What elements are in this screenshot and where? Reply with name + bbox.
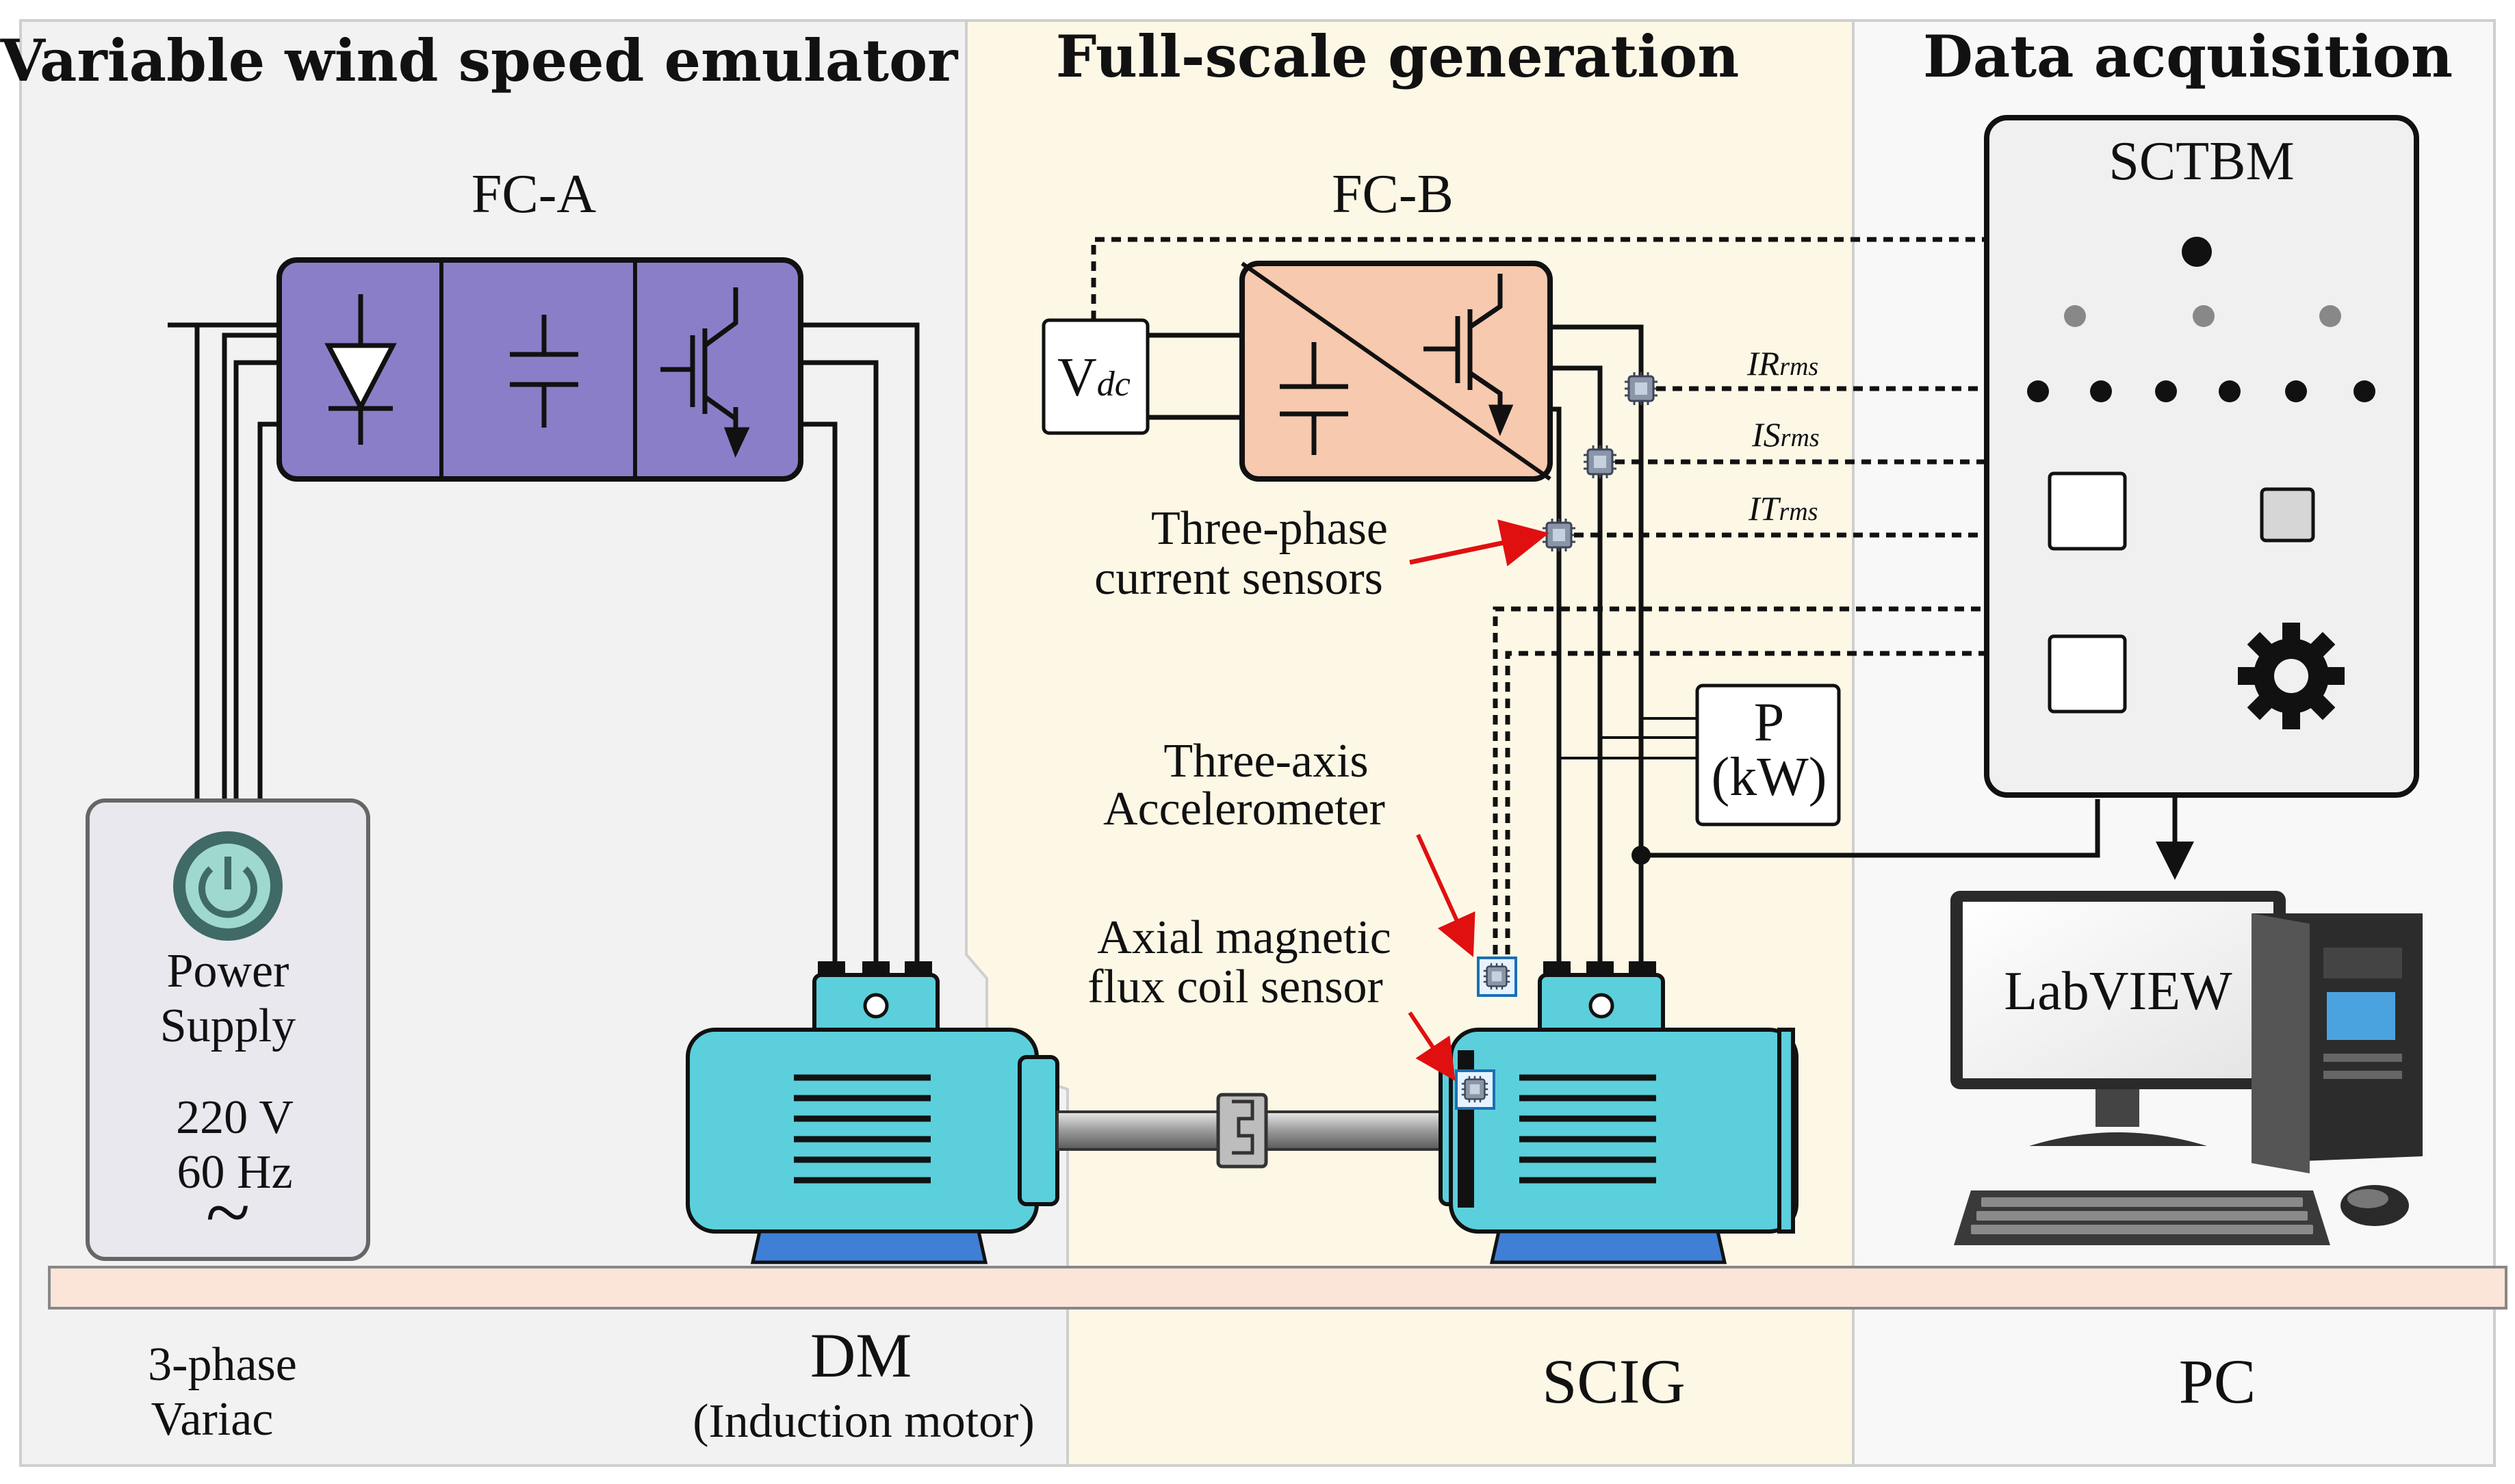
dm-sublabel: (Induction motor) — [693, 1395, 1035, 1448]
fc-b-label: FC-B — [1332, 164, 1454, 224]
gear-icon[interactable] — [2238, 623, 2345, 729]
floor-platform — [48, 1266, 2507, 1310]
mouse-icon — [2340, 1185, 2409, 1226]
pc-tower-icon — [2252, 913, 2423, 1173]
vdc-label: V — [1057, 348, 1097, 408]
power-icon[interactable] — [173, 831, 283, 941]
dm-label: DM — [810, 1320, 912, 1390]
sctbm-button-2[interactable] — [2048, 634, 2127, 714]
power-meter-label-1: P — [1754, 692, 1785, 753]
section-title-generation: Full-scale generation — [1056, 23, 1740, 90]
pc-label: PC — [2179, 1346, 2256, 1416]
fc-a-label: FC-A — [472, 164, 596, 224]
sctbm-device: SCTBM — [1984, 115, 2419, 798]
shaft-coupling — [1056, 1093, 1442, 1169]
sctbm-button-1[interactable] — [2048, 471, 2127, 551]
igbt-icon — [660, 287, 750, 458]
is-subscript: rms — [1781, 424, 1820, 452]
capacitor-icon — [1280, 342, 1348, 455]
igbt-icon — [1423, 274, 1514, 437]
sensor-chip-icon — [1541, 517, 1577, 553]
svg-text:ISrms: ISrms — [1751, 415, 1820, 454]
it-label: IT — [1748, 489, 1781, 528]
ir-subscript: rms — [1779, 352, 1818, 381]
section-title-acquisition: Data acquisition — [1923, 23, 2453, 90]
sensor-chip-icon — [1582, 444, 1618, 480]
capacitor-icon — [510, 315, 578, 428]
vdc-measurement: Vdc — [1042, 318, 1150, 435]
variac-label-2: Variac — [151, 1393, 274, 1446]
sensor-chip-icon — [1623, 371, 1659, 406]
scig-label: SCIG — [1542, 1346, 1686, 1416]
sctbm-indicator — [2260, 487, 2315, 543]
svg-text:IRrms: IRrms — [1746, 344, 1818, 382]
power-supply-label-2: Supply — [160, 1000, 296, 1052]
section-title-emulator: Variable wind speed emulator — [0, 27, 959, 94]
monitor-icon — [1950, 891, 2286, 1146]
pc-computer: LabVIEW — [1950, 891, 2423, 1245]
accelerometer-label-2: Accelerometer — [1103, 783, 1385, 835]
accelerometer-label-1: Three-axis — [1163, 735, 1368, 787]
dm-motor — [686, 961, 1059, 1264]
svg-text:Vdc: Vdc — [1057, 348, 1131, 408]
ir-label: IR — [1746, 344, 1779, 382]
accelerometer-sensor — [1477, 956, 1517, 997]
diode-icon — [324, 294, 397, 445]
labview-screen-text: LabVIEW — [2004, 961, 2232, 1021]
svg-text:ITrms: ITrms — [1748, 489, 1818, 528]
flux-label-1: Axial magnetic — [1097, 911, 1391, 964]
sctbm-title: SCTBM — [2108, 131, 2294, 192]
fc-a-converter — [276, 257, 803, 482]
flux-label-2: flux coil sensor — [1087, 961, 1383, 1013]
ac-symbol: ~ — [206, 1167, 250, 1258]
current-sensors-label-1: Three-phase — [1151, 502, 1388, 555]
keyboard-icon — [1954, 1190, 2330, 1245]
power-meter-label-2: (kW) — [1712, 747, 1827, 807]
vdc-subscript: dc — [1097, 365, 1131, 404]
current-sensors-label-2: current sensors — [1094, 552, 1383, 605]
power-supply-voltage: 220 V — [176, 1091, 294, 1144]
power-supply-label-1: Power — [167, 945, 289, 998]
is-label: IS — [1751, 415, 1781, 454]
power-supply-frequency: 60 Hz — [177, 1146, 292, 1199]
power-meter: P (kW) — [1695, 684, 1841, 826]
it-subscript: rms — [1779, 497, 1818, 526]
power-supply: Power Supply 220 V 60 Hz ~ — [86, 798, 370, 1261]
flux-coil-sensor — [1455, 1069, 1495, 1110]
variac-label-1: 3-phase — [148, 1338, 297, 1391]
fc-b-converter — [1239, 261, 1553, 482]
